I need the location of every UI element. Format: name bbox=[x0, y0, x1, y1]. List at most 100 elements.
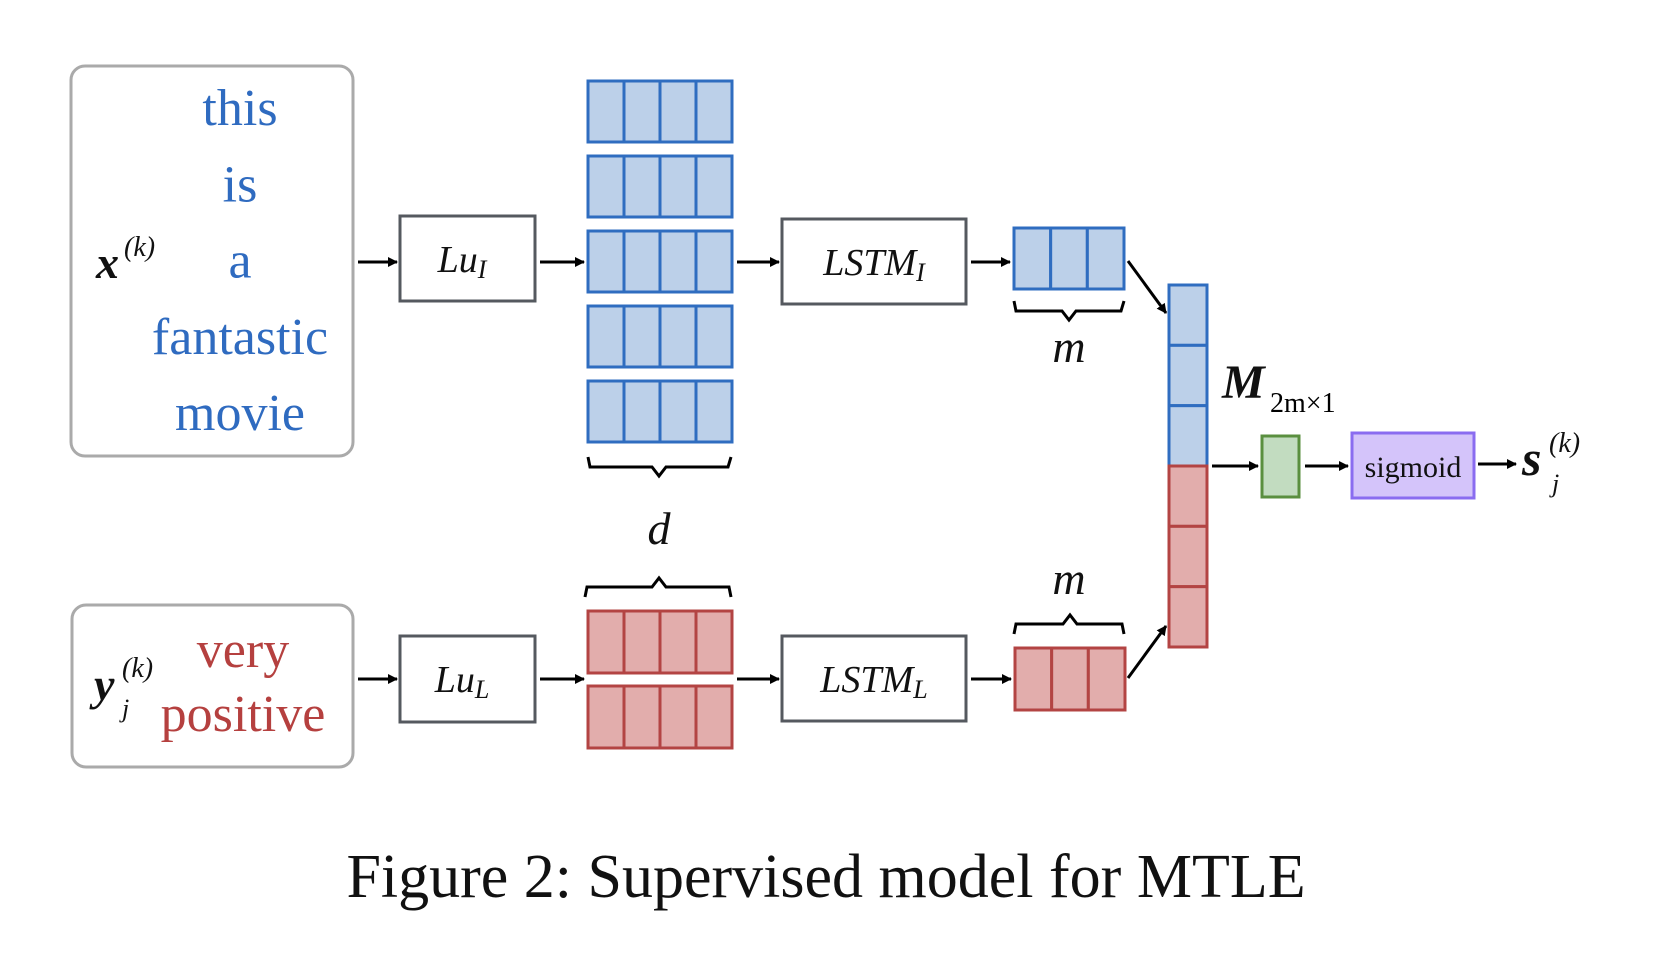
sentence-embedding-row-cell bbox=[586, 79, 626, 144]
sentence-embedding-row-cell bbox=[622, 154, 662, 219]
label-input-frame bbox=[70, 603, 355, 769]
sentence-embedding-matrix bbox=[586, 79, 734, 444]
sentence-word: is bbox=[223, 156, 258, 213]
label-embedding-row bbox=[586, 684, 734, 750]
label-embedding-row-cell bbox=[658, 609, 698, 675]
sentence-symbol: x bbox=[95, 237, 119, 288]
hidden-brace-top bbox=[1012, 300, 1126, 323]
hidden-brace-bottom bbox=[1012, 612, 1126, 635]
sentence-embedding-row-cell bbox=[658, 79, 698, 144]
sentence-embedding-row-cell bbox=[658, 304, 698, 369]
label-superscript: (k) bbox=[122, 653, 153, 684]
sentence-embedding-row bbox=[586, 154, 734, 219]
label-embedding-row-cell bbox=[694, 609, 734, 675]
lookup-label-label: LuL bbox=[434, 659, 490, 704]
figure-caption: Figure 2: Supervised model for MTLE bbox=[346, 843, 1305, 911]
embedding-brace-bottom bbox=[583, 575, 733, 598]
hidden-label-row bbox=[1013, 646, 1127, 712]
sentence-embedding-row-cell bbox=[694, 304, 734, 369]
concat-cell-label bbox=[1167, 585, 1209, 649]
sentence-word: fantastic bbox=[152, 309, 328, 366]
sentence-embedding-row-cell bbox=[586, 154, 626, 219]
hidden-sentence-row-cell bbox=[1049, 226, 1089, 291]
sentence-embedding-row-cell bbox=[586, 304, 626, 369]
label-embedding-row-cell bbox=[694, 684, 734, 750]
label-word: positive bbox=[161, 686, 326, 743]
concat-cell-sentence bbox=[1167, 343, 1209, 408]
sentence-embedding-row bbox=[586, 79, 734, 144]
sentence-embedding-row bbox=[586, 304, 734, 369]
lookup-sentence-box: LuI bbox=[398, 214, 537, 303]
sentence-embedding-row-cell bbox=[586, 379, 626, 444]
sentence-embedding-row-cell bbox=[694, 229, 734, 294]
output-subscript: j bbox=[1549, 469, 1559, 498]
sentence-embedding-row-cell bbox=[622, 304, 662, 369]
hidden-label-row-cell bbox=[1013, 646, 1054, 712]
hidden-dim-label-top: m bbox=[1052, 321, 1085, 372]
sentence-word: this bbox=[202, 80, 277, 137]
label-embedding-row-cell bbox=[586, 609, 626, 675]
hidden-sentence-row-cell bbox=[1012, 226, 1053, 291]
sigmoid-frame bbox=[1350, 431, 1476, 500]
sentence-embedding-row-cell bbox=[658, 379, 698, 444]
lstm-sentence-frame bbox=[780, 217, 968, 306]
sentence-embedding-row-cell bbox=[694, 154, 734, 219]
label-subscript: j bbox=[119, 694, 129, 723]
concat-cell-sentence bbox=[1167, 283, 1209, 347]
sentence-embedding-row-cell bbox=[694, 79, 734, 144]
lookup-sentence-frame bbox=[398, 214, 537, 303]
embedding-brace-top bbox=[586, 456, 733, 479]
hidden-label-row-cell bbox=[1050, 646, 1090, 712]
sentence-embedding-row bbox=[586, 379, 734, 444]
arrow-hidden-sentence-to-concat bbox=[1126, 260, 1168, 314]
sentence-embedding-row-cell bbox=[622, 229, 662, 294]
label-embedding-row-cell bbox=[658, 684, 698, 750]
hidden-label-vector bbox=[1013, 646, 1127, 712]
lookup-sentence-label: LuI bbox=[437, 239, 488, 284]
lstm-label-frame bbox=[780, 634, 968, 723]
label-embedding-matrix bbox=[586, 609, 734, 750]
sentence-embedding-row-cell bbox=[658, 229, 698, 294]
dense-weight-box bbox=[1260, 434, 1301, 499]
hidden-dim-label-bottom: m bbox=[1052, 553, 1085, 604]
output-symbol: s bbox=[1521, 430, 1541, 486]
sentence-embedding-row bbox=[586, 229, 734, 294]
embedding-dim-label: d bbox=[648, 503, 672, 554]
label-word: very bbox=[197, 622, 289, 679]
concat-vector bbox=[1167, 283, 1209, 649]
hidden-sentence-vector bbox=[1012, 226, 1126, 291]
hidden-sentence-row bbox=[1012, 226, 1126, 291]
lstm-label-label: LSTML bbox=[819, 659, 927, 704]
sentence-embedding-row-cell bbox=[622, 379, 662, 444]
concat-cell-sentence bbox=[1167, 404, 1209, 468]
concat-cell-label bbox=[1167, 524, 1209, 589]
lookup-label-frame bbox=[398, 634, 537, 724]
sentence-word: movie bbox=[175, 385, 305, 442]
hidden-label-row-cell bbox=[1086, 646, 1127, 712]
lstm-sentence-label: LSTMI bbox=[822, 242, 926, 287]
label-embedding-row-cell bbox=[622, 609, 662, 675]
concat-cell-label bbox=[1167, 464, 1209, 528]
sigmoid-box: sigmoid bbox=[1350, 431, 1476, 500]
sentence-superscript: (k) bbox=[124, 232, 155, 263]
sentence-embedding-row-cell bbox=[622, 79, 662, 144]
sigmoid-label: sigmoid bbox=[1365, 451, 1462, 484]
label-embedding-row-cell bbox=[586, 684, 626, 750]
label-words: very positive bbox=[161, 622, 326, 743]
concat-subscript: 2m×1 bbox=[1270, 388, 1336, 419]
label-embedding-row bbox=[586, 609, 734, 675]
lstm-sentence-box: LSTMI bbox=[780, 217, 968, 306]
output-superscript: (k) bbox=[1549, 428, 1580, 459]
lstm-label-box: LSTML bbox=[780, 634, 968, 723]
label-embedding-row-cell bbox=[622, 684, 662, 750]
hidden-sentence-row-cell bbox=[1085, 226, 1126, 291]
sentence-embedding-row-cell bbox=[586, 229, 626, 294]
concat-symbol: M bbox=[1221, 356, 1267, 409]
sentence-embedding-row-cell bbox=[694, 379, 734, 444]
output-score: s (k) j bbox=[1521, 428, 1580, 498]
sentence-embedding-row-cell bbox=[658, 154, 698, 219]
